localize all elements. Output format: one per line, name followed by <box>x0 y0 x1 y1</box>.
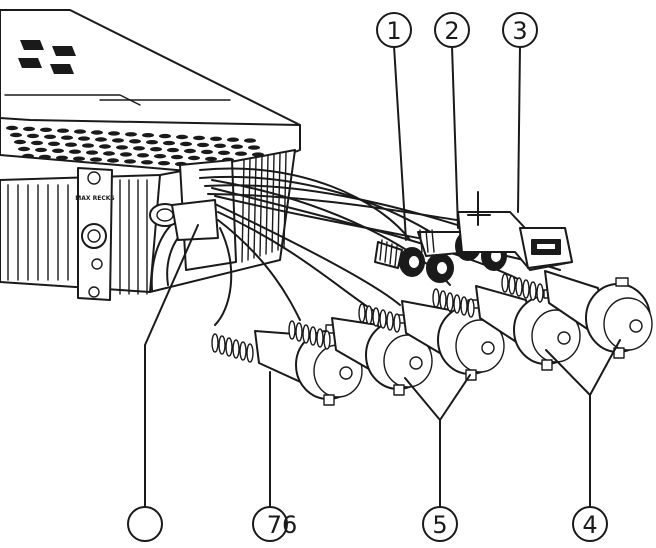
vent-hole <box>158 161 170 166</box>
vent-hole <box>210 136 222 141</box>
vent-hole <box>22 153 34 159</box>
vent-hole <box>137 153 149 158</box>
vent-hole <box>56 155 68 160</box>
svg-text:76: 76 <box>267 511 298 539</box>
vent-hole <box>180 141 192 147</box>
vent-hole <box>27 133 39 139</box>
spring-coil <box>379 239 398 267</box>
vent-hole <box>188 155 200 161</box>
vent-hole <box>90 157 102 162</box>
callout-76: 76 <box>252 506 298 542</box>
vent-hole <box>39 154 51 160</box>
vent-hole <box>95 137 107 142</box>
vent-hole <box>44 134 56 139</box>
vent-hole <box>31 140 43 146</box>
screw-icon <box>91 258 103 270</box>
vent-hole <box>14 139 26 145</box>
callout-1: 1 <box>376 12 412 48</box>
callout-4: 4 <box>572 506 608 542</box>
vent-hole <box>103 151 115 156</box>
vent-hole <box>244 138 256 143</box>
vent-hole <box>193 135 205 141</box>
vent-hole <box>120 152 132 157</box>
vent-hole <box>176 134 188 140</box>
head-unit: MAX RECKS <box>0 9 301 301</box>
vent-hole <box>141 160 153 165</box>
leader-lines <box>144 45 621 509</box>
vent-hole <box>214 143 226 148</box>
vent-hole <box>124 159 136 164</box>
svg-text:2: 2 <box>444 17 459 45</box>
fin-line <box>283 152 287 249</box>
rca-plug <box>358 299 505 381</box>
vent-hole <box>48 141 60 146</box>
vent-hole <box>69 149 81 154</box>
top-vents <box>18 40 76 74</box>
callout-5: 5 <box>422 506 458 542</box>
vent-hole <box>146 140 158 145</box>
vent-hole <box>142 133 154 138</box>
vent-hole <box>167 147 179 153</box>
vent-hole <box>231 144 243 149</box>
callout-blank <box>127 506 163 542</box>
vent-hole <box>197 142 209 148</box>
vent-hole <box>150 147 162 152</box>
vent-hole <box>108 131 120 136</box>
vent-hole <box>112 138 124 143</box>
svg-text:5: 5 <box>432 511 447 539</box>
svg-text:3: 3 <box>512 17 527 45</box>
vent-hole <box>184 148 196 154</box>
screw-icon <box>87 171 101 185</box>
svg-text:4: 4 <box>582 511 597 539</box>
vent-hole <box>18 146 30 152</box>
vent-hole <box>35 147 47 153</box>
rca-plug <box>432 285 581 371</box>
vent-hole <box>65 142 77 147</box>
callout-2: 2 <box>434 12 470 48</box>
vent-hole <box>133 146 145 151</box>
vent-hole <box>201 149 213 155</box>
vent-hole <box>82 143 94 148</box>
svg-text:1: 1 <box>386 17 401 45</box>
vent-hole <box>129 139 141 144</box>
vent-hole <box>40 127 52 132</box>
fin-line <box>247 158 251 261</box>
fin-line <box>253 157 257 259</box>
vent-hole <box>91 130 103 135</box>
connector-1-rca <box>374 239 454 283</box>
vent-hole <box>52 148 64 153</box>
vent-hole <box>205 156 217 162</box>
vent-hole <box>74 129 86 134</box>
vent-hole <box>86 150 98 155</box>
vent-hole <box>159 133 171 139</box>
rca-plug-group <box>211 270 653 406</box>
vent-hole <box>218 150 230 155</box>
vent-hole <box>73 156 85 161</box>
vent-hole <box>227 137 239 142</box>
vent-hole <box>23 126 35 132</box>
vent-hole <box>99 144 111 149</box>
vent-hole <box>125 132 137 137</box>
vent-hole <box>78 136 90 141</box>
vent-hole <box>171 154 183 160</box>
vent-hole <box>107 158 119 163</box>
rca-plug <box>501 270 653 359</box>
vent-hole <box>163 140 175 146</box>
spring-coil <box>419 229 435 253</box>
connector-3-usb <box>457 191 573 271</box>
vent-hole <box>248 145 260 150</box>
vent-hole <box>6 125 18 131</box>
vent-hole <box>154 154 166 159</box>
callout-3: 3 <box>502 12 538 48</box>
ventilation-grille <box>6 125 272 171</box>
vent-hole <box>57 128 69 133</box>
vent-hole <box>116 145 128 150</box>
antenna-plug <box>149 199 219 241</box>
screw-icon <box>88 286 100 298</box>
vent-hole <box>235 151 247 156</box>
vent-hole <box>10 132 22 138</box>
vent-hole <box>61 135 73 140</box>
unit-marking: MAX RECKS <box>75 195 114 202</box>
